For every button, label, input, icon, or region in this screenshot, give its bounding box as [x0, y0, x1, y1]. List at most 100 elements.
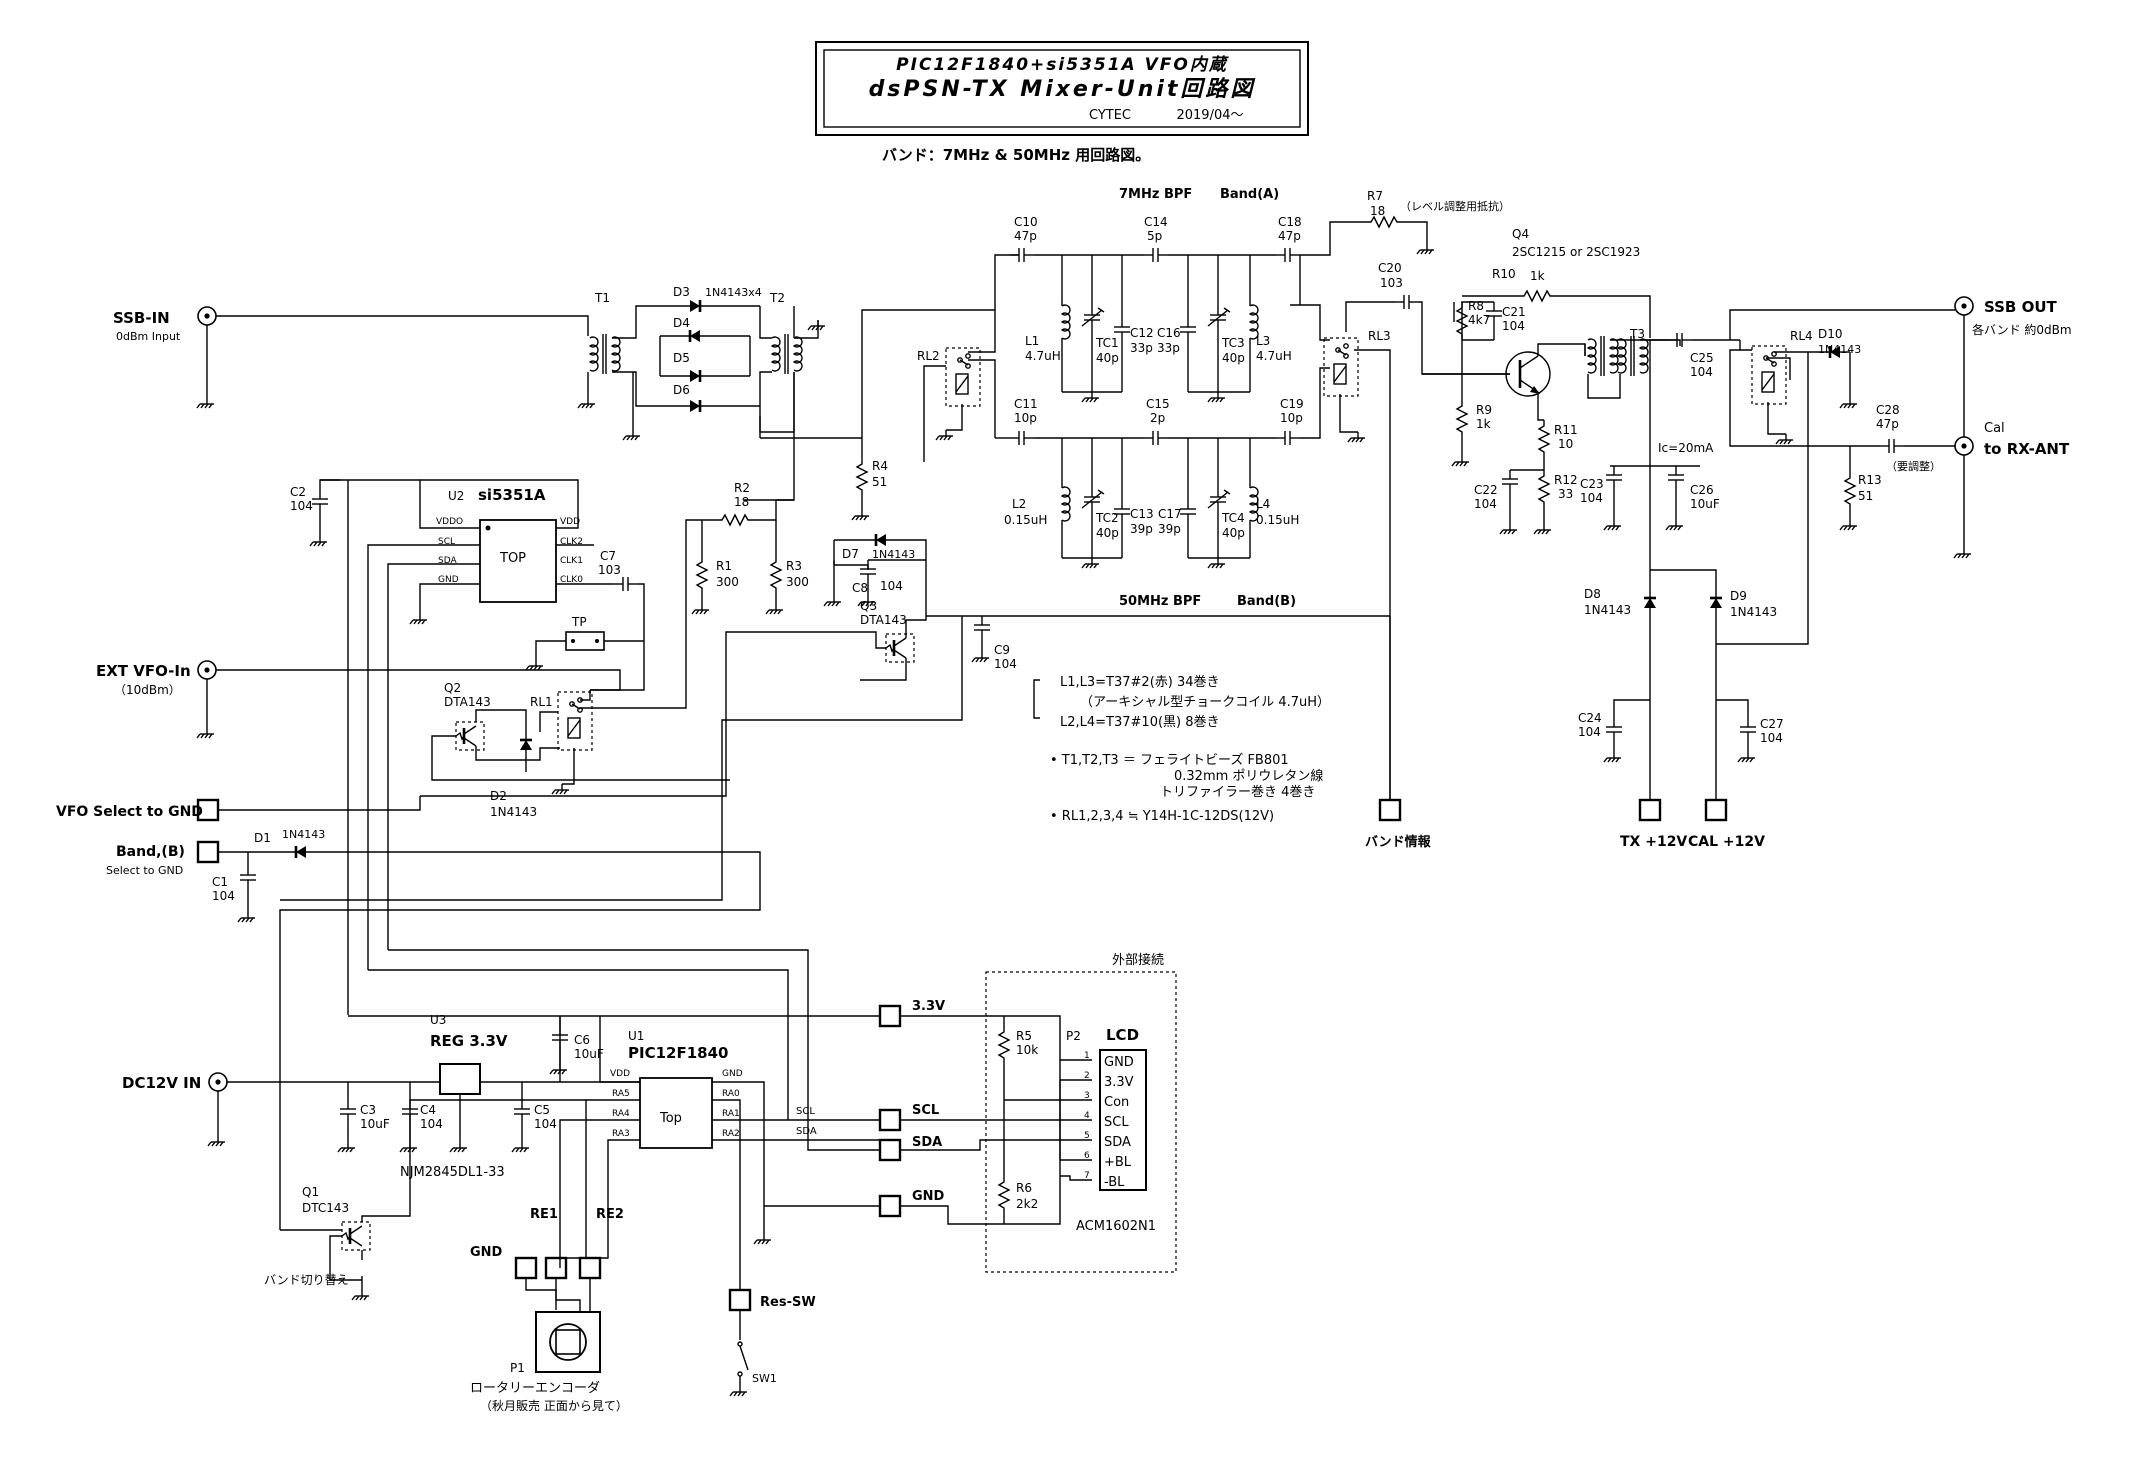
band-info-label: バンド情報: [1365, 834, 1432, 850]
lcd-pin-1: GND: [1104, 1055, 1134, 1070]
c12-value: 33p: [1130, 341, 1153, 355]
u2-pin-clk2: CLK2: [560, 537, 583, 547]
l1-value: 4.7uH: [1025, 349, 1061, 363]
u1-pin-ra2: RA2: [722, 1129, 740, 1139]
q2-value: DTA143: [444, 695, 491, 709]
pin-num: 6: [1084, 1151, 1090, 1161]
t2-label: T2: [769, 291, 785, 305]
vfo-select-label: VFO Select to GND: [56, 804, 203, 820]
r5-label: R5: [1016, 1029, 1032, 1043]
tc4-value: 40p: [1222, 526, 1245, 540]
c6-label: C6: [574, 1033, 590, 1047]
title-line1: PIC12F1840+si5351A VFO内蔵: [896, 55, 1229, 75]
u2-pin-sda: SDA: [438, 556, 457, 566]
c27-label: C27: [1760, 717, 1784, 731]
u2-pin-vdd: VDD: [560, 517, 580, 527]
c20-label: C20: [1378, 261, 1402, 275]
title-date: 2019/04～: [1176, 108, 1243, 123]
r7-value: 18: [1370, 204, 1385, 218]
q1-label: Q1: [302, 1185, 319, 1199]
r12-value: 33: [1558, 487, 1573, 501]
r9-label: R9: [1476, 403, 1492, 417]
r13-label: R13: [1858, 473, 1882, 487]
lcd-pin-3: Con: [1104, 1095, 1129, 1110]
r8-value: 4k7: [1468, 313, 1490, 327]
c2-label: C2: [290, 485, 306, 499]
ext-vfo-sub: （10dBm）: [114, 683, 181, 697]
r7-label: R7: [1367, 189, 1383, 203]
r4-value: 51: [872, 475, 887, 489]
d3-label: D3: [673, 285, 690, 299]
u3-part: NJM2845DL1-33: [400, 1165, 505, 1180]
u2-pin-vddo: VDDO: [436, 517, 463, 527]
r11-label: R11: [1554, 423, 1578, 437]
c21-label: C21: [1502, 305, 1526, 319]
tc3-value: 40p: [1222, 351, 1245, 365]
u2-pin-clk1: CLK1: [560, 556, 583, 566]
u1-pin-ra3: RA3: [612, 1129, 630, 1139]
c18-value: 47p: [1278, 229, 1301, 243]
u1-pin-gnd: GND: [722, 1069, 743, 1079]
enc-gnd-label: GND: [470, 1245, 503, 1260]
d8-label: D8: [1584, 587, 1601, 601]
sda-label: SDA: [912, 1135, 942, 1150]
r6-label: R6: [1016, 1181, 1032, 1195]
rl2-label: RL2: [917, 349, 940, 363]
d8-value: 1N4143: [1584, 603, 1631, 617]
u1-pin-vdd: VDD: [610, 1069, 630, 1079]
scl-wire-label: SCL: [796, 1106, 815, 1117]
d9-value: 1N4143: [1730, 605, 1777, 619]
pin-num: 3: [1084, 1091, 1090, 1101]
r2-label: R2: [734, 481, 750, 495]
l3-value: 4.7uH: [1256, 349, 1292, 363]
c4-label: C4: [420, 1103, 436, 1117]
band-switch-label: バンド切り替え: [264, 1273, 349, 1287]
ext-conn-label: 外部接続: [1112, 952, 1164, 968]
c25-label: C25: [1690, 351, 1714, 365]
c2-value: 104: [290, 499, 313, 513]
c28-label: C28: [1876, 403, 1900, 417]
l4-value: 0.15uH: [1256, 513, 1299, 527]
c9-value: 104: [994, 657, 1017, 671]
l4-label: L4: [1256, 497, 1270, 511]
lcd-label: LCD: [1106, 1026, 1139, 1044]
lcd-pin-7: -BL: [1104, 1175, 1125, 1190]
l1-label: L1: [1025, 334, 1039, 348]
c15-label: C15: [1146, 397, 1170, 411]
c5-label: C5: [534, 1103, 550, 1117]
band-b-port-sub: Select to GND: [106, 864, 183, 877]
adjust-note: （要調整）: [1886, 459, 1941, 473]
d1-label: D1: [254, 831, 271, 845]
scl-label: SCL: [912, 1103, 939, 1118]
r11-value: 10: [1558, 437, 1573, 451]
note-2: （アーキシャル型チョークコイル 4.7uH）: [1080, 695, 1330, 710]
r1-label: R1: [716, 559, 732, 573]
u3-name: REG 3.3V: [430, 1032, 508, 1050]
r3-value: 300: [786, 575, 809, 589]
r10-label: R10: [1492, 267, 1516, 281]
c19-value: 10p: [1280, 411, 1303, 425]
r10-value: 1k: [1530, 269, 1545, 283]
r13-value: 51: [1858, 489, 1873, 503]
c9-label: C9: [994, 643, 1010, 657]
tx12-label: TX +12V: [1620, 834, 1687, 850]
cal-sub: to RX-ANT: [1984, 440, 2070, 458]
c26-value: 10uF: [1690, 497, 1720, 511]
u1-pin-ra5: RA5: [612, 1089, 630, 1099]
d4-label: D4: [673, 316, 690, 330]
c13-label: C13: [1130, 507, 1154, 521]
l3-label: L3: [1256, 334, 1270, 348]
c8-label: C8: [852, 581, 868, 595]
tc2-label: TC2: [1095, 511, 1119, 525]
d2-label: D2: [490, 789, 507, 803]
c11-label: C11: [1014, 397, 1038, 411]
sda-wire-label: SDA: [796, 1126, 817, 1137]
c14-label: C14: [1144, 215, 1168, 229]
lcd-part: ACM1602N1: [1076, 1219, 1156, 1234]
tc4-label: TC4: [1221, 511, 1245, 525]
encoder-sub: （秋月販売 正面から見て）: [480, 1398, 628, 1413]
c24-value: 104: [1578, 725, 1601, 739]
d7-label: D7: [842, 547, 859, 561]
title-company: CYTEC: [1089, 108, 1131, 123]
d5-label: D5: [673, 351, 690, 365]
